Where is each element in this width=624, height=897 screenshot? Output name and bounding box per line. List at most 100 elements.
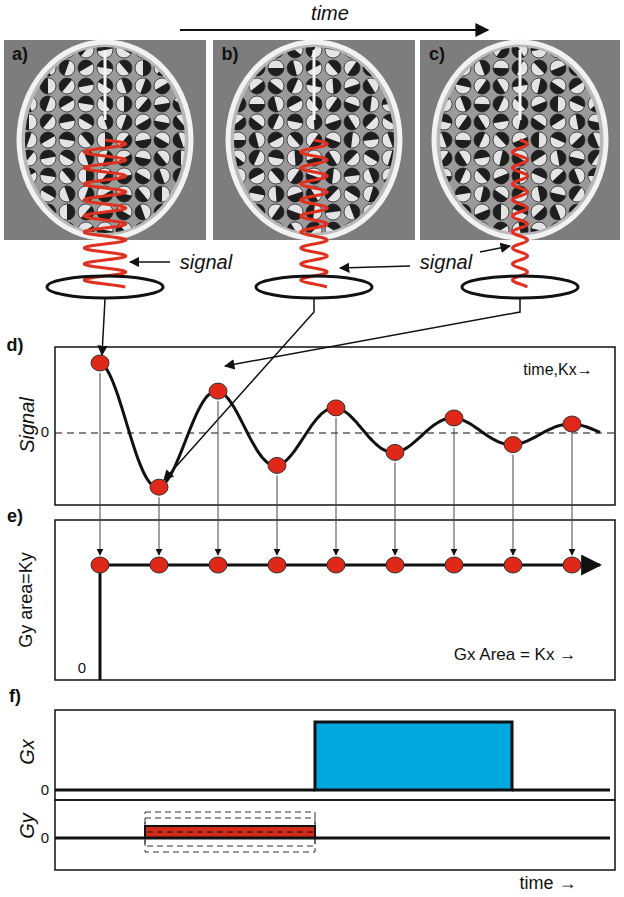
spin-phase bbox=[121, 114, 132, 130]
panel-frame bbox=[55, 710, 615, 800]
spin-phase bbox=[230, 140, 246, 148]
axis-zero: 0 bbox=[41, 424, 49, 441]
sample-arrow bbox=[225, 299, 520, 366]
spin-disc bbox=[569, 186, 585, 202]
spin-disc bbox=[135, 132, 151, 148]
spin-phase bbox=[135, 157, 151, 166]
spin-phase bbox=[43, 204, 56, 218]
spin-disc bbox=[344, 222, 360, 238]
spin-phase bbox=[136, 118, 151, 130]
spin-disc bbox=[344, 60, 360, 76]
signal-label: signal bbox=[180, 251, 232, 273]
spin-phase bbox=[569, 204, 585, 212]
spin-phase bbox=[531, 117, 546, 130]
spin-disc bbox=[78, 78, 94, 94]
spin-disc bbox=[344, 42, 360, 58]
spin-phase bbox=[550, 81, 565, 94]
spin-phase bbox=[21, 114, 29, 130]
spin-phase bbox=[121, 78, 132, 94]
spin-disc bbox=[382, 132, 398, 148]
spin-phase bbox=[569, 45, 584, 58]
spin-disc bbox=[550, 42, 566, 58]
spin-phase bbox=[576, 114, 585, 130]
spin-phase bbox=[135, 204, 146, 220]
kspace-dot bbox=[209, 557, 227, 573]
spin-disc bbox=[531, 132, 547, 148]
spin-disc bbox=[154, 42, 170, 58]
spin-disc bbox=[436, 168, 452, 184]
spin-phase bbox=[249, 104, 265, 112]
spin-disc bbox=[569, 78, 585, 94]
spin-phase bbox=[287, 60, 297, 76]
spin-disc bbox=[154, 96, 170, 112]
spin-phase bbox=[363, 114, 377, 128]
spin-disc bbox=[135, 114, 151, 130]
spin-phase bbox=[460, 96, 471, 112]
spin-disc bbox=[268, 78, 284, 94]
spin-disc bbox=[493, 168, 509, 184]
sample-arrow bbox=[102, 299, 105, 355]
axis-title: Signal bbox=[16, 397, 38, 453]
spin-phase bbox=[363, 132, 379, 141]
signal-wave bbox=[84, 140, 126, 287]
spin-phase bbox=[493, 204, 501, 220]
spin-phase bbox=[270, 45, 284, 58]
spin-disc bbox=[344, 204, 360, 220]
spin-phase bbox=[287, 96, 302, 108]
spin-disc bbox=[474, 78, 490, 94]
spin-disc bbox=[154, 204, 170, 220]
panel-letter: a) bbox=[12, 45, 28, 65]
spin-disc bbox=[154, 150, 170, 166]
spin-disc bbox=[249, 204, 265, 220]
spin-phase bbox=[455, 168, 466, 183]
spin-disc bbox=[59, 186, 75, 202]
spin-phase bbox=[347, 61, 360, 76]
spin-disc bbox=[116, 114, 132, 130]
gy-baseline bbox=[55, 837, 610, 840]
spin-grid bbox=[21, 42, 189, 238]
spin-phase bbox=[287, 223, 299, 238]
axis-title: Gx bbox=[16, 739, 38, 765]
spin-disc bbox=[455, 186, 471, 202]
spin-phase bbox=[436, 78, 445, 94]
spin-phase bbox=[45, 222, 56, 238]
spin-phase bbox=[230, 153, 244, 166]
spin-phase bbox=[382, 222, 391, 238]
phase-step-outline bbox=[145, 818, 315, 838]
spin-phase bbox=[64, 222, 75, 238]
spin-phase bbox=[532, 101, 547, 112]
spin-disc bbox=[493, 186, 509, 202]
gx-baseline bbox=[512, 789, 610, 792]
spin-disc bbox=[268, 42, 284, 58]
spin-phase bbox=[556, 42, 566, 58]
spin-phase bbox=[143, 60, 151, 76]
spin-phase bbox=[290, 132, 303, 146]
spin-phase bbox=[590, 98, 604, 112]
spin-phase bbox=[287, 78, 298, 93]
spin-disc bbox=[135, 60, 151, 76]
spin-phase bbox=[569, 156, 585, 166]
spin-disc bbox=[59, 78, 75, 94]
spin-disc bbox=[550, 150, 566, 166]
spin-disc bbox=[249, 150, 265, 166]
axis-zero: 0 bbox=[41, 830, 49, 847]
spin-phase bbox=[40, 78, 48, 94]
spin-disc bbox=[135, 204, 151, 220]
spin-disc bbox=[436, 78, 452, 94]
spin-phase bbox=[40, 44, 53, 58]
spin-disc bbox=[474, 204, 490, 220]
spin-disc bbox=[569, 60, 585, 76]
spin-phase bbox=[382, 96, 398, 105]
spin-disc bbox=[436, 150, 452, 166]
kspace-dot bbox=[386, 557, 404, 573]
spin-phase bbox=[117, 42, 132, 54]
spin-phase bbox=[135, 139, 151, 148]
spin-disc bbox=[325, 42, 341, 58]
spin-phase bbox=[551, 65, 566, 76]
spin-phase bbox=[154, 186, 162, 202]
spin-phase bbox=[441, 132, 452, 148]
spin-disc bbox=[287, 132, 303, 148]
spin-disc bbox=[531, 114, 547, 130]
spin-disc bbox=[363, 132, 379, 148]
spin-phase bbox=[22, 222, 37, 234]
